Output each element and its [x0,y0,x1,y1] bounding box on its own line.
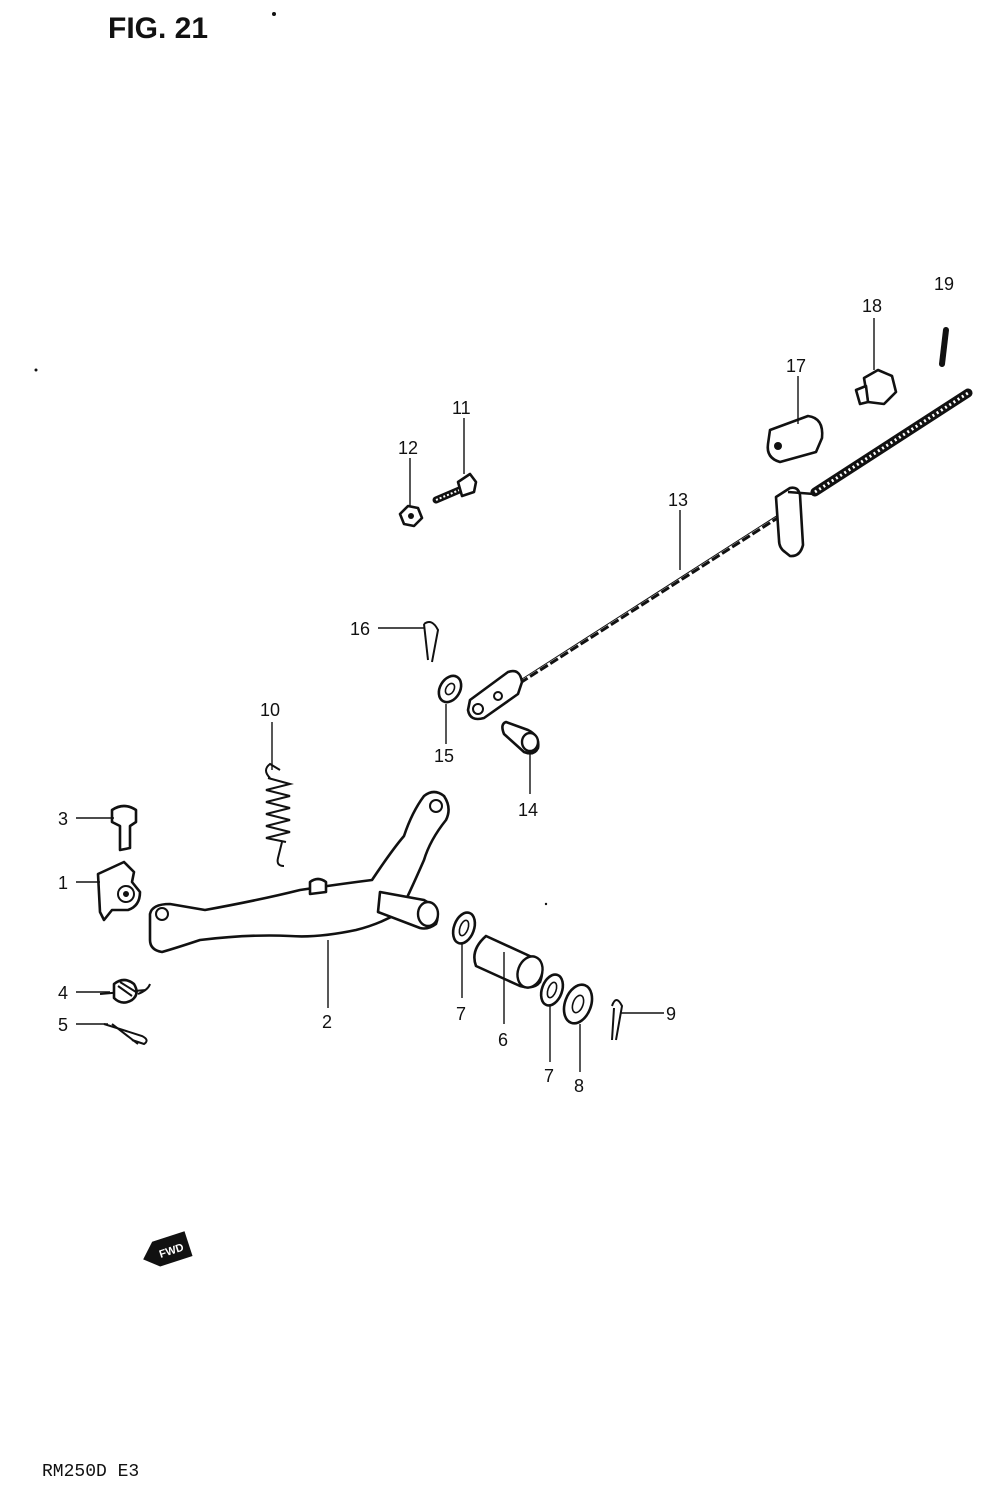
scan-specks [34,12,548,906]
part-6-bushing [473,934,544,989]
callout-14: 14 [518,800,538,820]
callout-10: 10 [260,700,280,720]
fwd-direction-arrow: FWD [143,1231,193,1267]
part-5-cotter-pin [103,1023,148,1046]
model-code: RM250D E3 [42,1462,140,1482]
part-14-clevis-pin [501,720,540,755]
part-2-brake-pedal [148,790,450,954]
callout-13: 13 [668,490,688,510]
callout-8: 8 [574,1076,584,1096]
part-3-pivot-pin [110,804,138,852]
callout-11: 11 [452,398,471,418]
callout-15: 15 [434,746,454,766]
figure-title: FIG. 21 [108,12,209,45]
part-7-washer-right [539,973,565,1007]
part-15-washer [437,674,463,704]
part-17-joint [766,414,824,464]
part-11-bolt [432,472,478,504]
callout-labels: 1 2 3 4 5 6 7 7 8 9 10 11 12 13 14 15 16… [58,274,954,1096]
part-12-nut [398,504,424,528]
part-18-adjusting-nut [854,368,898,406]
callout-16: 16 [350,619,370,639]
callout-9: 9 [666,1004,676,1024]
callout-6: 6 [498,1030,508,1050]
callout-2: 2 [322,1012,332,1032]
part-7-washer-left [451,911,477,945]
callout-4: 4 [58,983,68,1003]
part-16-cotter-pin [423,621,440,663]
callout-7a: 7 [456,1004,466,1024]
part-13-brake-rod [466,388,973,721]
callout-17: 17 [786,356,806,376]
part-10-return-spring [265,762,294,867]
callout-1: 1 [58,873,68,893]
callout-5: 5 [58,1015,68,1035]
callout-18: 18 [862,296,882,316]
part-9-cotter-pin [611,999,624,1041]
leader-lines [76,318,875,1072]
callout-7b: 7 [544,1066,554,1086]
part-8-washer [562,983,594,1025]
part-1-bracket [96,860,142,922]
callout-3: 3 [58,809,68,829]
callout-19: 19 [934,274,954,294]
callout-12: 12 [398,438,418,458]
part-19-screw [939,327,949,367]
part-4-spring [99,978,151,1004]
